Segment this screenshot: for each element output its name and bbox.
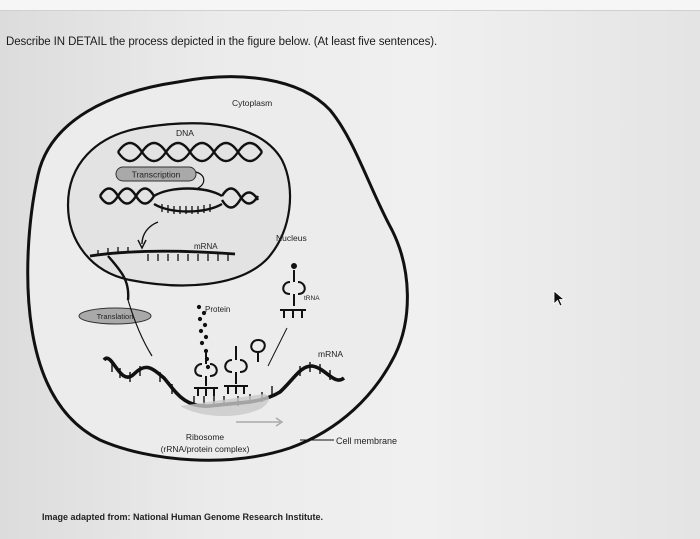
mouse-cursor-icon (553, 290, 566, 307)
arrowhead-1 (137, 239, 147, 250)
ribosome (180, 394, 270, 417)
trna-on-ribosome-2 (224, 346, 248, 394)
transcription-pill (115, 166, 197, 182)
mrna-nucleus-bases (97, 247, 229, 261)
dna-transcription-bubble (98, 187, 260, 213)
trna-label: tRNA (304, 295, 320, 302)
transcription-arrow (195, 171, 205, 189)
protein-label: Protein (205, 305, 230, 314)
trna-free (280, 263, 306, 318)
cytoplasm-label: Cytoplasm (232, 98, 272, 108)
nucleus-label: Nucleus (276, 233, 307, 243)
cell-membrane-label: Cell membrane (336, 436, 397, 446)
protein-chain (196, 304, 211, 370)
mrna-cytoplasm-label: mRNA (318, 349, 343, 359)
question-text: Describe IN DETAIL the process depicted … (6, 36, 438, 48)
top-band (0, 0, 700, 11)
mrna-nucleus-strand (89, 249, 236, 301)
translation-label: Translation (97, 312, 134, 321)
translation-pill (78, 307, 152, 325)
dna-to-mrna-arrow (141, 221, 159, 245)
nucleus-outline (66, 122, 292, 287)
translation-arrow (127, 299, 153, 357)
ribosome-label: Ribosome (186, 432, 225, 442)
dna-helix (117, 141, 263, 163)
trna-incoming (250, 339, 266, 362)
ribosome-sub-label: (rRNA/protein complex) (161, 444, 250, 454)
mrna-nucleus-label: mRNA (194, 242, 218, 251)
trna-to-ribosome-line (267, 327, 288, 367)
image-credit: Image adapted from: National Human Genom… (42, 512, 324, 522)
dna-label: DNA (176, 128, 194, 138)
transcription-label: Transcription (132, 170, 181, 180)
ribosome-arrowhead (275, 417, 284, 427)
dna-bubble-bases (161, 204, 211, 214)
trna-on-ribosome-1 (194, 352, 218, 396)
